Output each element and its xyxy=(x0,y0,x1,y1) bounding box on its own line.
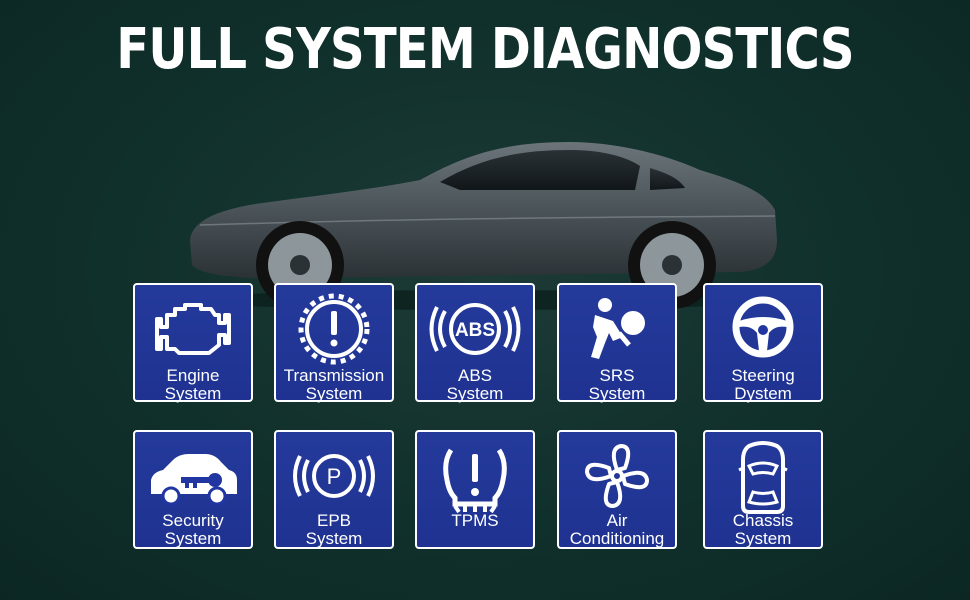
chassis-system-tile[interactable]: Chassis System xyxy=(703,430,823,549)
tile-label-line2: System xyxy=(588,384,646,403)
tile-label-line1: Security xyxy=(162,511,224,530)
fan-icon xyxy=(559,440,675,512)
tile-label-line1: Engine xyxy=(166,366,220,385)
transmission-system-tile[interactable]: Transmission System xyxy=(274,283,394,403)
tile-label-line2: System xyxy=(164,529,222,548)
transmission-warning-icon xyxy=(276,293,392,365)
tile-label-line1: EPB xyxy=(316,511,352,530)
tile-label-line2: Conditioning xyxy=(569,529,665,548)
security-system-tile[interactable]: Security System xyxy=(133,430,253,549)
svg-text:ABS: ABS xyxy=(455,320,495,341)
tile-label-line2: System xyxy=(305,384,363,403)
tile-label-line1: SRS xyxy=(599,366,635,385)
tile-label-line2: System xyxy=(164,384,222,403)
parking-brake-icon: P xyxy=(276,440,392,512)
tile-label-line2: System xyxy=(734,529,792,548)
steering-system-tile[interactable]: Steering Dystem xyxy=(703,283,823,403)
tile-label-line2: Dystem xyxy=(734,384,792,403)
car-key-icon xyxy=(135,440,251,512)
tile-label-line1: ABS xyxy=(457,366,493,385)
page-title: FULL SYSTEM DIAGNOSTICS xyxy=(116,17,854,82)
tile-label-line1: Steering xyxy=(731,366,795,385)
tire-pressure-icon xyxy=(417,440,533,514)
svg-text:P: P xyxy=(327,464,342,489)
steering-wheel-icon xyxy=(705,293,821,365)
tile-label-line1: Air xyxy=(606,511,628,530)
engine-icon xyxy=(135,293,251,365)
airbag-icon xyxy=(559,293,675,365)
tile-label-line1: Chassis xyxy=(732,511,794,530)
srs-system-tile[interactable]: SRS System xyxy=(557,283,677,403)
tile-label-line1: Transmission xyxy=(283,366,385,385)
tile-label-line2: System xyxy=(446,384,504,403)
air-conditioning-tile[interactable]: Air Conditioning xyxy=(557,430,677,549)
chassis-car-icon xyxy=(705,440,821,514)
abs-icon: ABS xyxy=(417,293,533,365)
tpms-system-tile[interactable]: TPMS xyxy=(415,430,535,549)
tile-label-line2: TPMS xyxy=(451,511,499,530)
engine-system-tile[interactable]: Engine System xyxy=(133,283,253,403)
abs-system-tile[interactable]: ABS ABS System xyxy=(415,283,535,403)
epb-system-tile[interactable]: P EPB System xyxy=(274,430,394,549)
tile-label-line2: System xyxy=(305,529,363,548)
